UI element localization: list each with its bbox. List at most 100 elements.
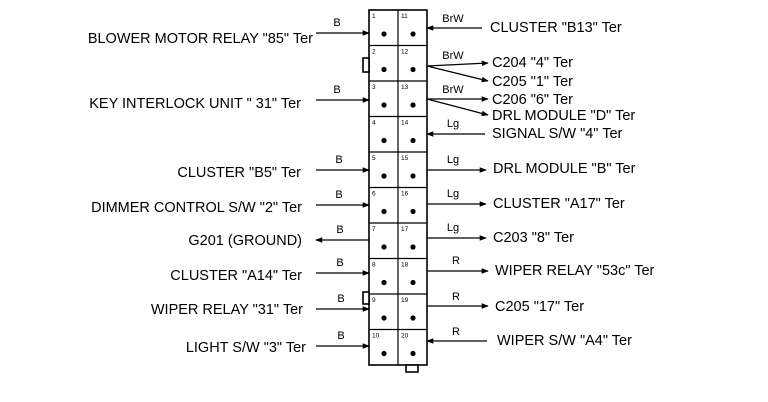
wire-color-label: R <box>452 255 460 267</box>
pin-contact-dot <box>381 315 387 321</box>
wire-color-label: Lg <box>447 154 459 166</box>
right-pin-number: 19 <box>401 297 409 304</box>
left-connection-6: CLUSTER "A14" Ter B <box>170 257 370 284</box>
pin-contact-dot <box>410 315 416 321</box>
wire-color-label: B <box>337 293 344 305</box>
left-connection-7: WIPER RELAY "31" Ter B <box>151 293 370 318</box>
right-connection-5: DRL MODULE "D" Ter <box>426 98 635 124</box>
wire-color-label: Lg <box>447 118 459 130</box>
left-connection-label: CLUSTER "A14" Ter <box>170 268 302 284</box>
pin-contact-dot <box>381 137 387 144</box>
right-connection-label: SIGNAL S/W "4" Ter <box>492 126 623 142</box>
wire-color-label: B <box>336 257 343 269</box>
pin-contact-dot <box>410 31 416 37</box>
right-connection-1: CLUSTER "B13" Ter BrW <box>426 13 622 36</box>
right-connection-10: WIPER RELAY "53c" Ter R <box>427 255 655 279</box>
left-connection-label: BLOWER MOTOR RELAY "85" Ter <box>88 31 313 47</box>
right-connection-label: WIPER S/W "A4" Ter <box>497 333 632 349</box>
left-pin-number: 10 <box>372 333 380 340</box>
right-connection-9: C203 "8" Ter Lg <box>427 222 574 246</box>
connector-row: 6 16 <box>369 186 427 215</box>
pin-contact-dot <box>381 350 387 357</box>
pin-contact-dot <box>381 244 387 250</box>
right-connection-label: C203 "8" Ter <box>493 230 574 246</box>
right-connection-label: WIPER RELAY "53c" Ter <box>495 263 655 279</box>
right-pin-number: 16 <box>401 191 409 198</box>
connector-latch-lower <box>362 291 370 305</box>
right-connection-label: C205 "17" Ter <box>495 299 584 315</box>
left-connection-4: DIMMER CONTROL S/W "2" Ter B <box>91 189 370 216</box>
right-connection-8: CLUSTER "A17" Ter Lg <box>427 188 625 212</box>
left-pin-number: 5 <box>372 155 376 162</box>
pin-contact-dot <box>410 173 416 179</box>
left-pin-number: 7 <box>372 226 376 233</box>
pin-contact-dot <box>381 279 387 286</box>
left-connection-5: G201 (GROUND) B <box>188 224 369 249</box>
connector-row: 3 13 <box>369 80 427 108</box>
right-connection-label: CLUSTER "B13" Ter <box>490 20 622 36</box>
right-connection-2: C204 "4" Ter BrW <box>426 50 573 71</box>
right-pin-number: 12 <box>401 49 409 56</box>
left-connection-label: DIMMER CONTROL S/W "2" Ter <box>91 200 302 216</box>
wire-color-label: B <box>337 330 344 342</box>
right-connection-label: C204 "4" Ter <box>492 55 573 71</box>
wire-color-label: B <box>335 189 342 201</box>
connector-row: 2 12 <box>369 44 427 73</box>
left-pin-number: 3 <box>372 84 376 91</box>
wire-color-label: R <box>452 291 460 303</box>
connector-row: 5 15 <box>369 151 427 179</box>
pin-contact-dot <box>410 66 416 73</box>
right-connection-6: SIGNAL S/W "4" Ter Lg <box>426 118 623 142</box>
left-pin-number: 1 <box>372 13 376 20</box>
pin-contact-dot <box>381 102 387 108</box>
left-pin-number: 6 <box>372 191 376 198</box>
left-connection-label: G201 (GROUND) <box>188 233 302 249</box>
pin-contact-dot <box>410 279 416 286</box>
pin-contact-dot <box>410 244 416 250</box>
left-connection-label: CLUSTER "B5" Ter <box>177 165 301 181</box>
connector-key-tab <box>405 364 419 373</box>
pin-contact-dot <box>381 208 387 215</box>
wire-color-label: B <box>333 17 340 29</box>
right-pin-number: 18 <box>401 262 409 269</box>
left-connection-1: BLOWER MOTOR RELAY "85" Ter B <box>88 17 370 47</box>
right-connection-label: C205 "1" Ter <box>492 74 573 90</box>
left-connection-label: LIGHT S/W "3" Ter <box>186 340 306 356</box>
wire-color-label: BrW <box>442 50 464 62</box>
right-connection-3: C205 "1" Ter <box>426 65 573 90</box>
pin-contact-dot <box>410 208 416 215</box>
right-connection-12: WIPER S/W "A4" Ter R <box>426 326 632 349</box>
wire-color-label: R <box>452 326 460 338</box>
left-connection-2: KEY INTERLOCK UNIT " 31" Ter B <box>89 84 370 112</box>
connector-row: 9 19 <box>369 293 427 321</box>
wire-color-label: BrW <box>442 13 464 25</box>
left-connection-8: LIGHT S/W "3" Ter B <box>186 330 370 356</box>
left-pin-number: 2 <box>372 49 376 56</box>
wire-arrow <box>426 65 489 83</box>
right-connection-label: CLUSTER "A17" Ter <box>493 196 625 212</box>
right-pin-number: 13 <box>401 84 409 91</box>
right-pin-number: 15 <box>401 155 409 162</box>
left-pin-number: 9 <box>372 297 376 304</box>
wire-arrow <box>426 60 489 67</box>
pin-contact-dot <box>381 173 387 179</box>
connector-row: 4 14 <box>369 115 427 144</box>
right-connection-7: DRL MODULE "B" Ter Lg <box>427 154 636 177</box>
wire-color-label: B <box>333 84 340 96</box>
wire-color-label: B <box>336 224 343 236</box>
wire-arrow <box>426 98 489 117</box>
left-pin-number: 4 <box>372 120 376 127</box>
pin-contact-dot <box>410 137 416 144</box>
wire-color-label: Lg <box>447 188 459 200</box>
right-pin-number: 14 <box>401 120 409 127</box>
wire-color-label: Lg <box>447 222 459 234</box>
wire-color-label: B <box>335 154 342 166</box>
left-connection-3: CLUSTER "B5" Ter B <box>177 154 370 181</box>
pin-contact-dot <box>410 350 416 357</box>
